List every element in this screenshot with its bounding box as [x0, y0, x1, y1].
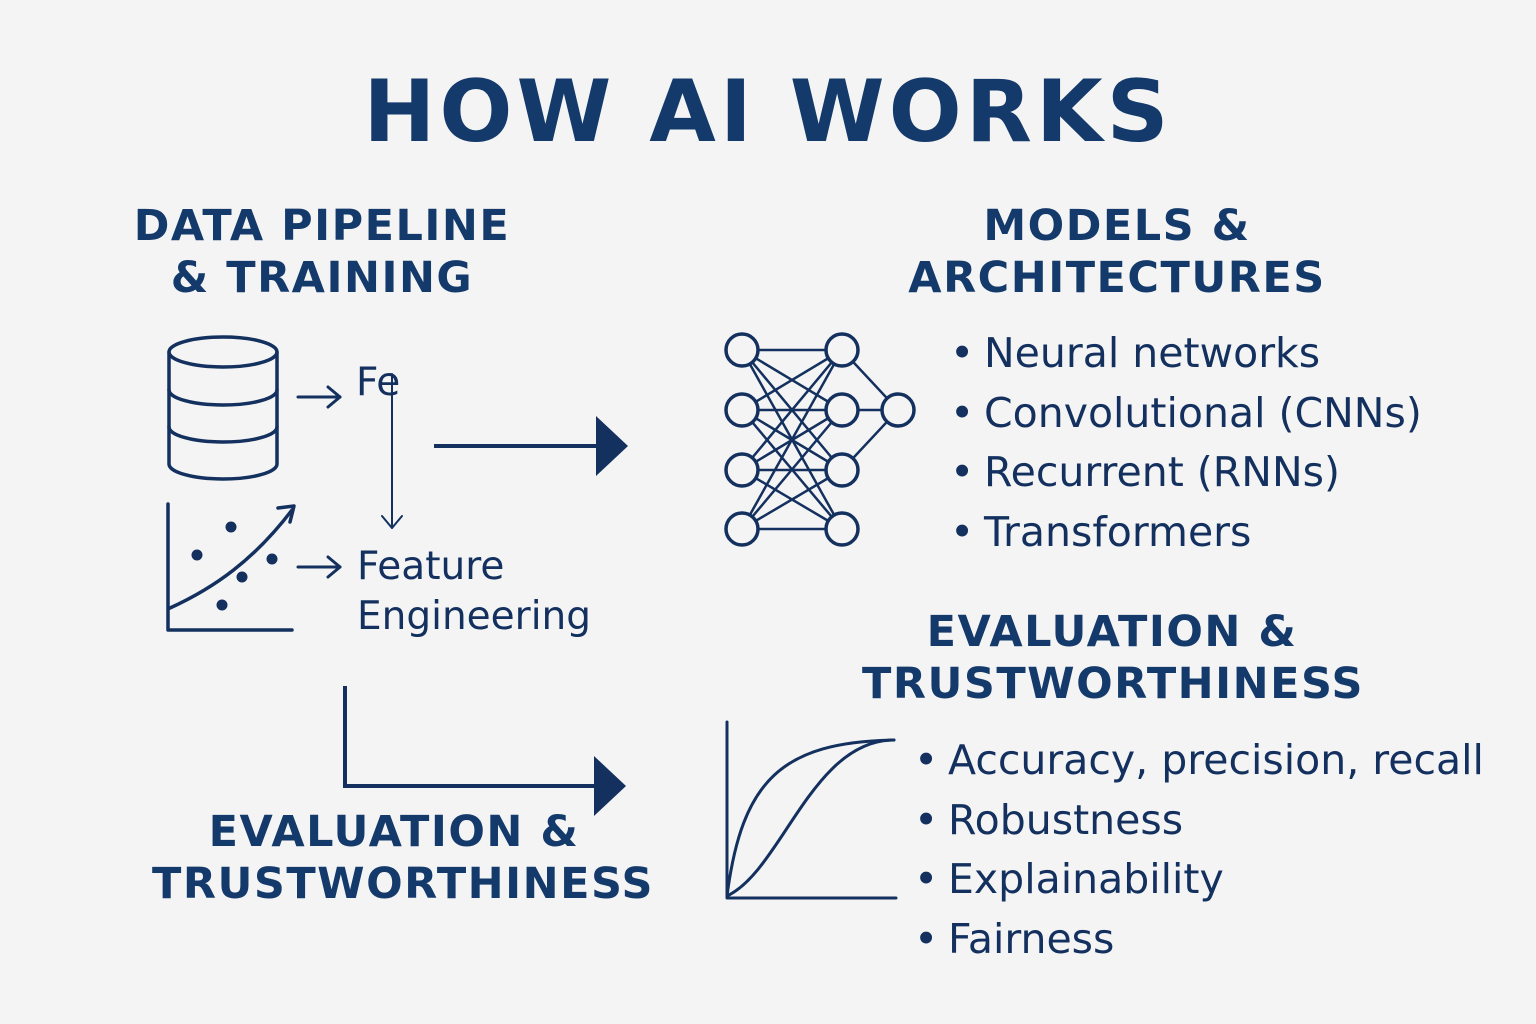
page-title: HOW AI WORKS [363, 62, 1173, 162]
arrow-right-icon [296, 385, 342, 409]
list-item: Fairness [914, 910, 1484, 970]
arrow-right-icon [296, 555, 342, 579]
neural-network-icon [724, 332, 916, 547]
models-heading: MODELS & ARCHITECTURES [900, 200, 1334, 304]
arrow-down-icon [381, 373, 403, 529]
models-heading-line2: ARCHITECTURES [908, 253, 1326, 303]
list-item: Robustness [914, 791, 1484, 851]
evaluation-left-heading: EVALUATION & TRUSTWORTHINESS [152, 806, 655, 910]
flow-arrow-to-evaluation [343, 686, 626, 816]
list-item: Convolutional (CNNs) [950, 384, 1422, 444]
evaluation-left-heading-line2: TRUSTWORTHINESS [152, 859, 655, 909]
evaluation-right-heading: EVALUATION & TRUSTWORTHINESS [862, 606, 1365, 710]
list-item: Transformers [950, 503, 1422, 563]
list-item: Neural networks [950, 324, 1422, 384]
evaluation-right-heading-line2: TRUSTWORTHINESS [862, 659, 1365, 709]
flow-arrow-to-models [434, 416, 628, 476]
evaluation-left-heading-line1: EVALUATION & [208, 807, 580, 857]
database-icon [167, 335, 279, 481]
list-item: Recurrent (RNNs) [950, 443, 1422, 503]
list-item: Explainability [914, 850, 1484, 910]
scatter-trend-icon [166, 502, 296, 632]
models-heading-line1: MODELS & [983, 201, 1251, 251]
list-item: Accuracy, precision, recall [914, 731, 1484, 791]
data-pipeline-heading: DATA PIPELINE & TRAINING [122, 200, 522, 304]
evaluation-bullet-list: Accuracy, precision, recall Robustness E… [914, 731, 1484, 969]
feature-engineering-line1: Feature [357, 544, 505, 589]
roc-curve-icon [725, 720, 898, 900]
data-pipeline-heading-line2: & TRAINING [170, 253, 474, 303]
evaluation-right-heading-line1: EVALUATION & [926, 607, 1298, 657]
models-bullet-list: Neural networks Convolutional (CNNs) Rec… [950, 324, 1422, 562]
data-pipeline-heading-line1: DATA PIPELINE [133, 201, 511, 251]
feature-engineering-line2: Engineering [357, 594, 591, 639]
feature-engineering-label: Feature Engineering [357, 542, 591, 642]
